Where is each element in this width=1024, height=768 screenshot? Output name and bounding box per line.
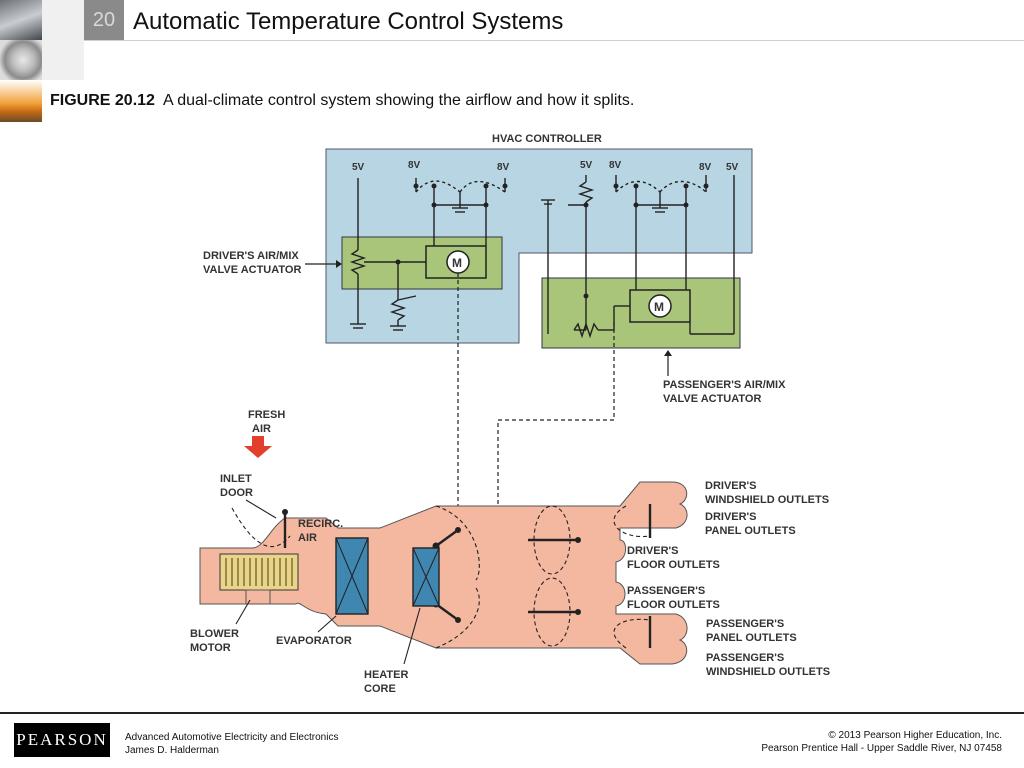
passenger-motor-icon: [648, 294, 672, 318]
chapter-number: 20: [84, 0, 124, 40]
chapter-thumbnails: [0, 0, 42, 122]
driver-actuator-label: VALVE ACTUATOR: [203, 264, 301, 276]
driver-panel-label: PANEL OUTLETS: [705, 525, 796, 537]
header-divider: [84, 40, 1024, 41]
heater-core-cross: [412, 547, 440, 607]
label-leader: [403, 607, 421, 665]
passenger-windshield-label: PASSENGER'S: [706, 652, 784, 664]
blower-motor-base: [245, 589, 271, 605]
passenger-floor-label: FLOOR OUTLETS: [627, 599, 720, 611]
fresh-air-label: AIR: [252, 423, 271, 435]
book-title: Advanced Automotive Electricity and Elec…: [125, 732, 339, 743]
driver-floor-label: DRIVER'S: [627, 545, 679, 557]
inlet-door-label: DOOR: [220, 487, 253, 499]
blower-motor: [219, 553, 299, 591]
figure-label: FIGURE 20.12: [50, 92, 155, 109]
driver-panel-label: DRIVER'S: [705, 511, 757, 523]
driver-windshield-label: WINDSHIELD OUTLETS: [705, 494, 829, 506]
air-duct: [199, 481, 688, 665]
voltage-label: 8V: [497, 162, 510, 173]
recirc-air-label: RECIRC.: [298, 518, 343, 530]
footer-divider: [0, 712, 1024, 714]
evaporator-label: EVAPORATOR: [276, 635, 352, 647]
slide-title: Automatic Temperature Control Systems: [133, 8, 564, 35]
passenger-windshield-label: WINDSHIELD OUTLETS: [706, 666, 830, 678]
blower-motor-label: BLOWER: [190, 628, 239, 640]
footer-book-info: Advanced Automotive Electricity and Elec…: [125, 731, 338, 757]
blower-fins: [225, 558, 293, 586]
driver-actuator-box: [341, 236, 503, 290]
voltage-label: 5V: [580, 160, 593, 171]
wiring-junction-dots: [395, 183, 709, 299]
fresh-air-arrow: [244, 436, 272, 458]
evaporator-cross: [335, 537, 369, 615]
book-author: James D. Halderman: [125, 745, 219, 756]
thumb-spacer: [42, 40, 84, 80]
label-arrowhead: [664, 350, 672, 356]
label-leader: [235, 599, 251, 625]
passenger-actuator-label: VALVE ACTUATOR: [663, 393, 761, 405]
passenger-actuator-label: PASSENGER'S AIR/MIX: [663, 379, 786, 391]
passenger-panel-label: PANEL OUTLETS: [706, 632, 797, 644]
label-arrowhead: [336, 260, 342, 268]
figure-caption-text: A dual-climate control system showing th…: [162, 92, 635, 109]
driver-floor-label: FLOOR OUTLETS: [627, 559, 720, 571]
voltage-label: 8V: [609, 160, 622, 171]
publisher-text: Pearson Prentice Hall - Upper Saddle Riv…: [761, 743, 1002, 754]
heater-core-label: HEATER: [364, 669, 408, 681]
voltage-label: 8V: [408, 160, 421, 171]
inlet-door-label: INLET: [220, 473, 252, 485]
driver-actuator-label: DRIVER'S AIR/MIX: [203, 250, 299, 262]
passenger-floor-label: PASSENGER'S: [627, 585, 705, 597]
fresh-air-label: FRESH: [248, 409, 285, 421]
passenger-motor-symbol: M: [654, 300, 664, 314]
hvac-diagram: HVAC CONTROLLER M M: [190, 133, 830, 695]
driver-motor-symbol: M: [452, 256, 462, 270]
label-leader: [317, 615, 337, 633]
passenger-actuator-box: [541, 277, 741, 349]
passenger-panel-label: PASSENGER'S: [706, 618, 784, 630]
pearson-logo: PEARSON: [14, 723, 110, 757]
footer-copyright: © 2013 Pearson Higher Education, Inc. Pe…: [761, 729, 1002, 755]
voltage-label: 8V: [699, 162, 712, 173]
thumb-spacer: [42, 0, 84, 40]
copyright-text: © 2013 Pearson Higher Education, Inc.: [828, 730, 1002, 741]
hvac-controller-box: [325, 148, 753, 344]
driver-windshield-label: DRIVER'S: [705, 480, 757, 492]
blower-motor-label: MOTOR: [190, 642, 231, 654]
label-leader: [245, 499, 277, 519]
car-photo-thumbnail: [0, 0, 42, 40]
figure-caption: FIGURE 20.12 A dual-climate control syst…: [50, 92, 634, 110]
heater-core-label: CORE: [364, 683, 396, 695]
wheel-photo-thumbnail: [0, 40, 42, 80]
voltage-label: 5V: [352, 162, 365, 173]
hvac-controller-label: HVAC CONTROLLER: [492, 133, 602, 145]
recirc-air-label: AIR: [298, 532, 317, 544]
voltage-label: 5V: [726, 162, 739, 173]
sports-car-photo-thumbnail: [0, 80, 42, 122]
